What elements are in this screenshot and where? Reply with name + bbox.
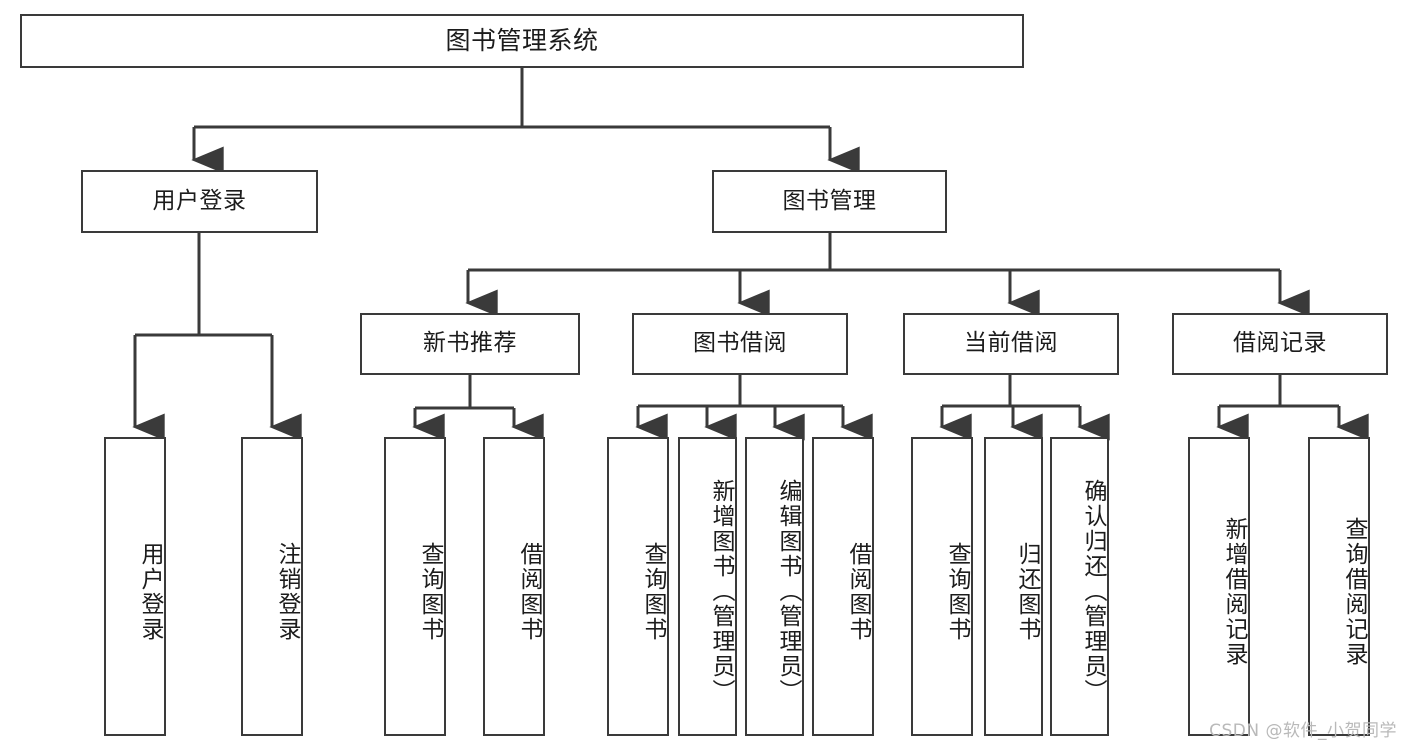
node-book-borrow[interactable]: 图书借阅 [632, 313, 848, 375]
leaf-add-borrow-record[interactable]: 新增借阅记录 [1188, 437, 1250, 736]
leaf-query-book-newbook[interactable]: 查询图书 [384, 437, 446, 736]
leaf-edit-book-admin[interactable]: 编辑图书（管理员） [745, 437, 804, 736]
leaf-borrow-book[interactable]: 借阅图书 [812, 437, 874, 736]
node-user-login[interactable]: 用户登录 [81, 170, 318, 233]
node-book-management[interactable]: 图书管理 [712, 170, 947, 233]
leaf-return-book[interactable]: 归还图书 [984, 437, 1043, 736]
leaf-logout[interactable]: 注销登录 [241, 437, 303, 736]
node-borrow-record[interactable]: 借阅记录 [1172, 313, 1388, 375]
leaf-confirm-return-admin[interactable]: 确认归还（管理员） [1050, 437, 1109, 736]
leaf-add-book-admin[interactable]: 新增图书（管理员） [678, 437, 737, 736]
leaf-query-book-current[interactable]: 查询图书 [911, 437, 973, 736]
leaf-query-borrow-record[interactable]: 查询借阅记录 [1308, 437, 1370, 736]
node-current-borrow[interactable]: 当前借阅 [903, 313, 1119, 375]
leaf-borrow-book-newbook[interactable]: 借阅图书 [483, 437, 545, 736]
node-new-book-recommend[interactable]: 新书推荐 [360, 313, 580, 375]
watermark: CSDN @软件_小贺同学 [1209, 721, 1397, 741]
node-root[interactable]: 图书管理系统 [20, 14, 1024, 68]
leaf-query-book-borrow[interactable]: 查询图书 [607, 437, 669, 736]
leaf-user-login[interactable]: 用户登录 [104, 437, 166, 736]
